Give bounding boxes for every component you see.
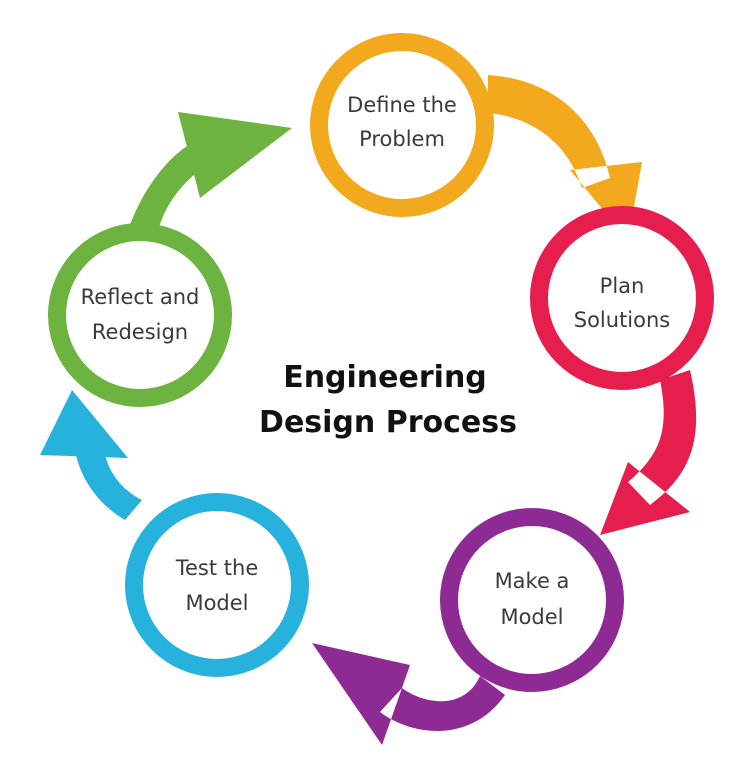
step-test-the-model: Test the Model — [125, 493, 309, 677]
arrow-make-to-test — [312, 643, 505, 745]
arrow-plan-to-make — [600, 370, 697, 535]
cycle-arrows — [40, 75, 697, 745]
arrow-test-to-reflect — [40, 390, 142, 520]
step-plan-line1: Plan — [600, 274, 645, 298]
step-define-the-problem: Define the Problem — [310, 33, 494, 217]
step-define-line1: Define the — [347, 93, 457, 117]
arrow-reflect-to-define — [130, 112, 292, 232]
arrow-define-to-plan — [488, 75, 642, 240]
step-make-line2: Model — [500, 605, 563, 629]
step-reflect-line1: Reflect and — [81, 285, 200, 309]
title-line2: Design Process — [259, 405, 517, 440]
step-plan-line2: Solutions — [574, 308, 671, 332]
step-define-line2: Problem — [359, 127, 445, 151]
step-reflect-line2: Redesign — [92, 320, 188, 344]
cycle-rings: Define the Problem Plan Solutions Make a… — [48, 33, 714, 692]
step-test-line2: Model — [185, 591, 248, 615]
title-line1: Engineering — [283, 360, 487, 395]
step-make-line1: Make a — [495, 569, 570, 593]
step-plan-solutions: Plan Solutions — [530, 206, 714, 390]
diagram-title: Engineering Design Process — [259, 360, 517, 440]
step-test-line1: Test the — [175, 556, 259, 580]
step-make-a-model: Make a Model — [440, 508, 624, 692]
step-reflect-and-redesign: Reflect and Redesign — [48, 223, 232, 407]
